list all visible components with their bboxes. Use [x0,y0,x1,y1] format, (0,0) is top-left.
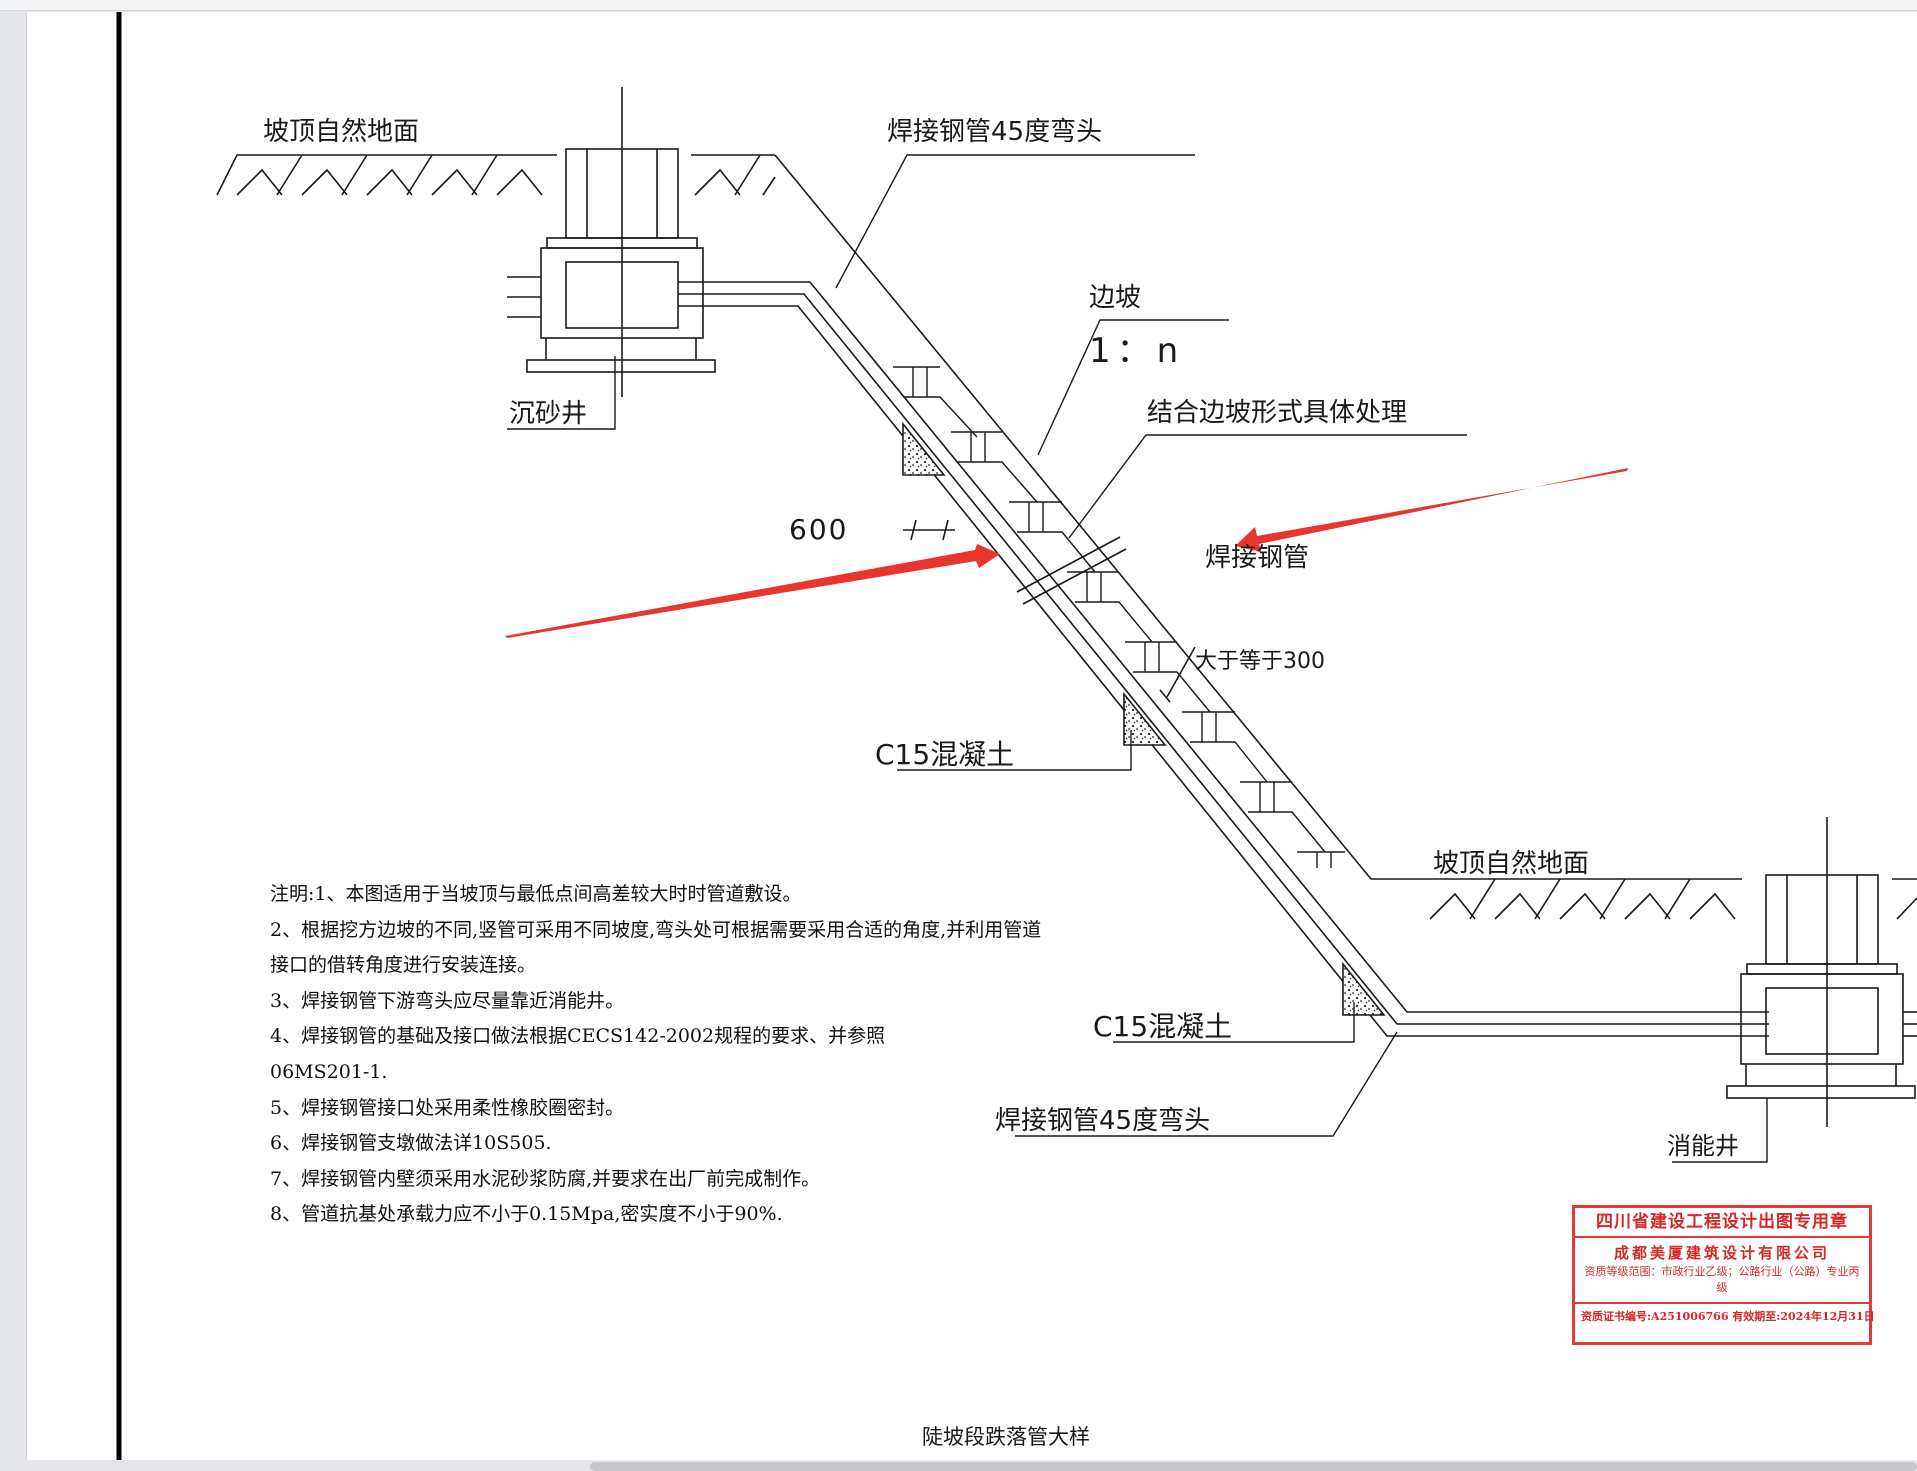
note-line: 5、焊接钢管接口处采用柔性橡胶圈密封。 [270,1096,625,1119]
red-arrows [505,468,1628,638]
label-welded-pipe: 焊接钢管 [1205,543,1309,573]
stamp-cert: 资质证书编号:A251006766 有效期至:2024年12月31日 [1581,1310,1875,1323]
note-line: 3、焊接钢管下游弯头应尽量靠近消能井。 [270,989,625,1012]
stamp-company: 成都美厦建筑设计有限公司 [1613,1244,1830,1262]
horizontal-scrollbar[interactable] [590,1462,1917,1471]
energy-dissipation-well [1726,817,1917,1127]
note-line: 7、焊接钢管内壁须采用水泥砂浆防腐,并要求在出厂前完成制作。 [270,1167,821,1190]
label-slope: 边坡 [1089,283,1141,313]
red-arrow-left [505,544,1000,638]
note-line: 接口的借转角度进行安装连接。 [270,954,537,977]
slope-surface [774,154,1425,880]
slope-hatch [893,366,1345,868]
sand-well [507,87,716,397]
pipe-joint [903,519,1196,703]
label-sand-well: 沉砂井 [509,399,587,429]
stamp-scope: 资质等级范围：市政行业乙级；公路行业（公路）专业丙级 [1575,1264,1869,1304]
label-concrete-upper: C15混凝土 [875,738,1014,771]
label-bottom-ground: 坡顶自然地面 [1433,849,1589,879]
concrete-support-3 [1342,961,1386,1016]
label-elbow-bottom: 焊接钢管45度弯头 [995,1106,1210,1136]
note-line: 6、焊接钢管支墩做法详10S505. [270,1132,552,1155]
top-ground-line [216,154,776,196]
note-line: 8、管道抗基处承载力应不小于0.15Mpa,密实度不小于90%. [270,1203,783,1226]
label-elbow-top: 焊接钢管45度弯头 [887,117,1102,147]
concrete-support-2 [1123,691,1167,746]
label-top-ground: 坡顶自然地面 [263,117,419,147]
drawing-title: 陡坡段跌落管大样 [922,1425,1090,1449]
notes-block: 注明:1、本图适用于当坡顶与最低点间高差较大时时管道敷设。 2、根据挖方边坡的不… [270,877,1042,1233]
bottom-ground-line [1425,878,1917,920]
label-energy-well: 消能井 [1667,1132,1739,1160]
label-slope-ratio: 1：n [1089,331,1184,371]
label-dim-600: 600 [789,513,848,546]
label-concrete-lower: C15混凝土 [1093,1010,1232,1043]
window-top-bar [0,0,1917,11]
label-gte-300: 大于等于300 [1195,649,1325,674]
note-line: 注明:1、本图适用于当坡顶与最低点间高差较大时时管道敷设。 [270,883,802,905]
drawing-sheet: 坡顶自然地面 焊接钢管45度弯头 边坡 1：n 结合边坡形式具体处理 沉砂井 6… [26,12,1917,1460]
design-stamp: 四川省建设工程设计出图专用章 成都美厦建筑设计有限公司 资质等级范围：市政行业乙… [1572,1205,1875,1345]
drop-pipe [678,281,1769,1037]
note-line: 4、焊接钢管的基础及接口做法根据CECS142-2002规程的要求、并参照 [270,1025,886,1048]
label-slope-treatment: 结合边坡形式具体处理 [1147,398,1407,428]
drawing-canvas: 坡顶自然地面 焊接钢管45度弯头 边坡 1：n 结合边坡形式具体处理 沉砂井 6… [116,12,1917,1460]
stamp-title: 四川省建设工程设计出图专用章 [1575,1208,1869,1238]
red-arrow-right [1235,468,1628,552]
leader-lines [507,154,1768,1163]
note-line: 2、根据挖方边坡的不同,竖管可采用不同坡度,弯头处可根据需要采用合适的角度,并利… [270,918,1042,941]
concrete-support-1 [902,421,946,476]
note-line: 06MS201-1. [270,1060,388,1083]
